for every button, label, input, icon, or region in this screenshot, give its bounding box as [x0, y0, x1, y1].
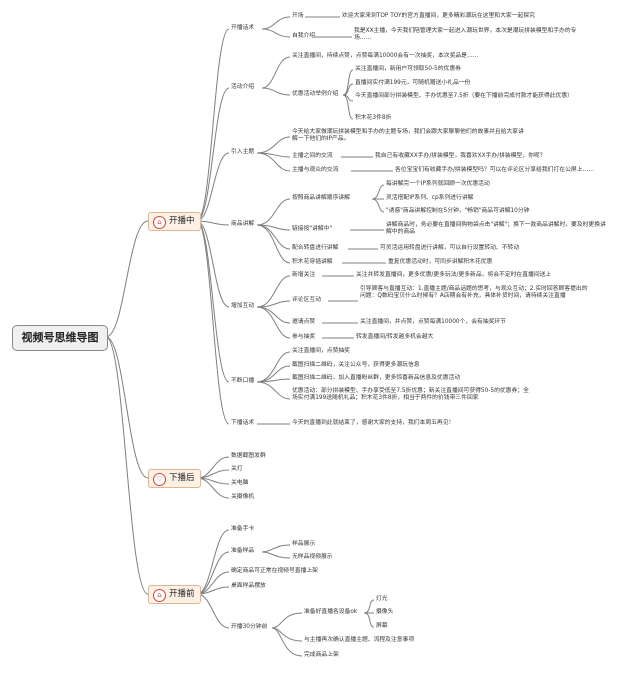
node-follow: 关注直播间，持续点赞，点赞每满10000会有一次抽奖，本次奖品是…… [292, 53, 479, 59]
branch-live: ⌂开播中 [148, 212, 201, 231]
node-explain: 商品讲解 [231, 221, 255, 227]
node-host-chat-text: 我自己有收藏XX手办/拼装模型，我喜欢XX手办/拼装模型，你呢？ [375, 153, 546, 159]
node-like: 邀请点赞 [292, 319, 316, 325]
node-click-text: 讲解商品时，务必要在直播间购物袋点击"讲解"；换下一款商品讲解时，要及时更换讲解… [386, 222, 606, 236]
node-table: 桌面样品摆放 [231, 583, 266, 589]
node-open: 开场 [292, 13, 304, 19]
node-broadcast-item-4: 优惠活动：部分拼装模型、手办享受低至7.5折优惠；新关注直播间可获得50-5的优… [292, 388, 529, 402]
node-lottery-text: 转发直播间/转发越多机会越大 [356, 334, 434, 340]
node-guide: 引入主题 [231, 149, 255, 155]
node-click: 链接按"讲解中" [292, 226, 333, 232]
node-after-item-2: 关灯 [231, 466, 243, 472]
node-new-follow: 新增关注 [292, 272, 316, 278]
node-broadcast-item-3: 截图扫描二维码，加入直播粉丝群，更多惊喜新品信息及优惠活动 [292, 375, 461, 381]
node-closing-text: 今天的直播到此就结束了，感谢大家的支持，我们本周五再见！ [292, 420, 455, 426]
node-promo-item-3: 今天直播间部分拼装模型、手办优惠至7.5折（要在下播前完成付款才能获得此优惠） [355, 93, 573, 99]
node-promo-item-2: 直播间实付满199元，可随机赠送小礼品一份 [355, 80, 471, 86]
node-intro-text: 我是XX主播，今天我们陪管理大家一起进入潮玩世界，本次是潮玩拼装模型和手办的专场… [354, 28, 577, 42]
node-after-item-3: 关电脑 [231, 480, 249, 486]
node-after-item-4: 关摄像机 [231, 494, 255, 500]
node-equip: 准备好直播各设备ok [304, 609, 358, 615]
node-open-text: 欢迎大家来到TOP TOY的官方直播间，更多精彩潮玩在这里和大家一起探究 [342, 13, 535, 19]
node-confirm: 与主播再次确认直播主题、流程及注意事项 [304, 637, 415, 643]
node-sample-item-2: 无样品视频展示 [292, 554, 333, 560]
node-fan-chat-text: 各位宝宝们有收藏手办/拼装模型吗？可以在评论区分享给我们打在公屏上…… [395, 167, 595, 173]
node-promo-item-1: 关注直播间，新用户可领取50-5的优惠券 [355, 66, 461, 72]
node-listing: 完成商品上架 [304, 652, 339, 658]
house-icon: ⌂ [153, 216, 166, 229]
node-opening: 开播话术 [231, 25, 255, 31]
node-interact: 增加互动 [231, 303, 255, 309]
node-host-chat: 主播之间的交流 [292, 153, 333, 159]
node-thirty: 开播30分钟前 [231, 624, 268, 630]
node-broadcast-item-2: 截图扫描二维码，关注公众号，获得更多潮玩信息 [292, 362, 420, 368]
branch-before: ⌂开播前 [148, 585, 201, 604]
node-after-item-1: 数据截图发群 [231, 453, 266, 459]
node-check: 确定商品可正常在视频号直播上架 [231, 568, 318, 574]
node-fan-chat: 主播与观众的交流 [292, 167, 339, 173]
node-closing: 下播话术 [231, 420, 255, 426]
node-cooperate-text: 可灵活运用转盘进行讲解，可以自行设置转动、不转动 [380, 245, 520, 251]
node-lottery: 参与抽奖 [292, 334, 316, 340]
node-equip-item-3: 屏幕 [376, 623, 388, 629]
branch-after: ♡下播后 [148, 469, 201, 488]
node-sample: 准备样品 [231, 548, 255, 554]
node-cooperate: 配合转盘进行讲解 [292, 245, 339, 251]
node-lego-text: 重复优惠活动时，可同步讲解积木花优惠 [388, 259, 493, 265]
node-sample-item-1: 样品展示 [292, 541, 316, 547]
node-card: 准备手卡 [231, 526, 255, 532]
heart-icon: ♡ [153, 473, 166, 486]
node-activity: 活动介绍 [231, 84, 255, 90]
node-equip-item-1: 灯光 [376, 596, 388, 602]
node-comment-text: 引导顾客与直播互动：1.直播主题/商品话题的思考，与观众互动；2.实时回答顾客提… [360, 286, 588, 300]
house-icon: ⌂ [153, 589, 166, 602]
node-by-ip-item-3: "诱惑"商品讲解控制在5分钟，"畅销"商品可讲解10分钟 [386, 208, 530, 214]
node-lego: 积木花穿插讲解 [292, 259, 333, 265]
node-promo-item-4: 积木花3件8折 [355, 115, 392, 121]
node-by-ip-item-2: 灵活搭配IP系列、cp系列进行讲解 [386, 195, 474, 201]
node-equip-item-2: 摄像头 [376, 609, 394, 615]
root-node: 视频号思维导图 [12, 325, 108, 351]
node-intro: 自我介绍 [292, 33, 316, 39]
node-new-follow-text: 关注并转发直播间，更多优惠/更多玩法/更多新品，将会不定时在直播间送上 [356, 272, 552, 278]
node-by-ip: 按照商品讲解顺序讲解 [292, 195, 350, 201]
node-broadcast-item-1: 关注直播间，点赞抽奖 [292, 348, 350, 354]
node-comment: 评论区互动 [292, 297, 321, 303]
node-by-ip-item-1: 每讲解完一个IP系列就回顾一次优惠活动 [386, 181, 490, 187]
node-like-text: 关注直播间，并点赞，点赞每满10000个，会有抽奖环节 [360, 319, 506, 325]
node-promo: 优惠活动举例介绍 [292, 91, 339, 97]
node-broadcast: 不断口播 [231, 378, 255, 384]
node-guide-text: 今天给大家做潮玩拼装模型和手办的主题专场，我们会跟大家聊聊他们的故事并且给大家讲… [292, 129, 524, 143]
